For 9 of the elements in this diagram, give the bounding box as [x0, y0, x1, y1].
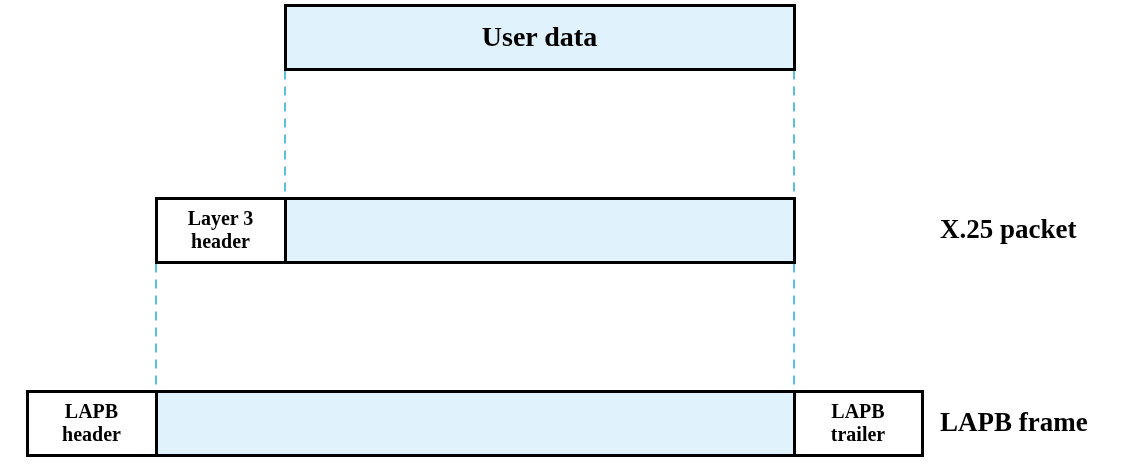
frame-label: LAPB frame [940, 408, 1088, 438]
packet-label: X.25 packet [940, 215, 1077, 245]
block-label: User data [481, 20, 598, 54]
data-block [283, 3, 796, 71]
block-label: LAPB trailer [829, 400, 887, 446]
block-label: Layer 3 header [186, 207, 255, 253]
header-block [25, 389, 158, 457]
block-label: LAPB header [61, 400, 122, 446]
header-block [154, 196, 287, 264]
